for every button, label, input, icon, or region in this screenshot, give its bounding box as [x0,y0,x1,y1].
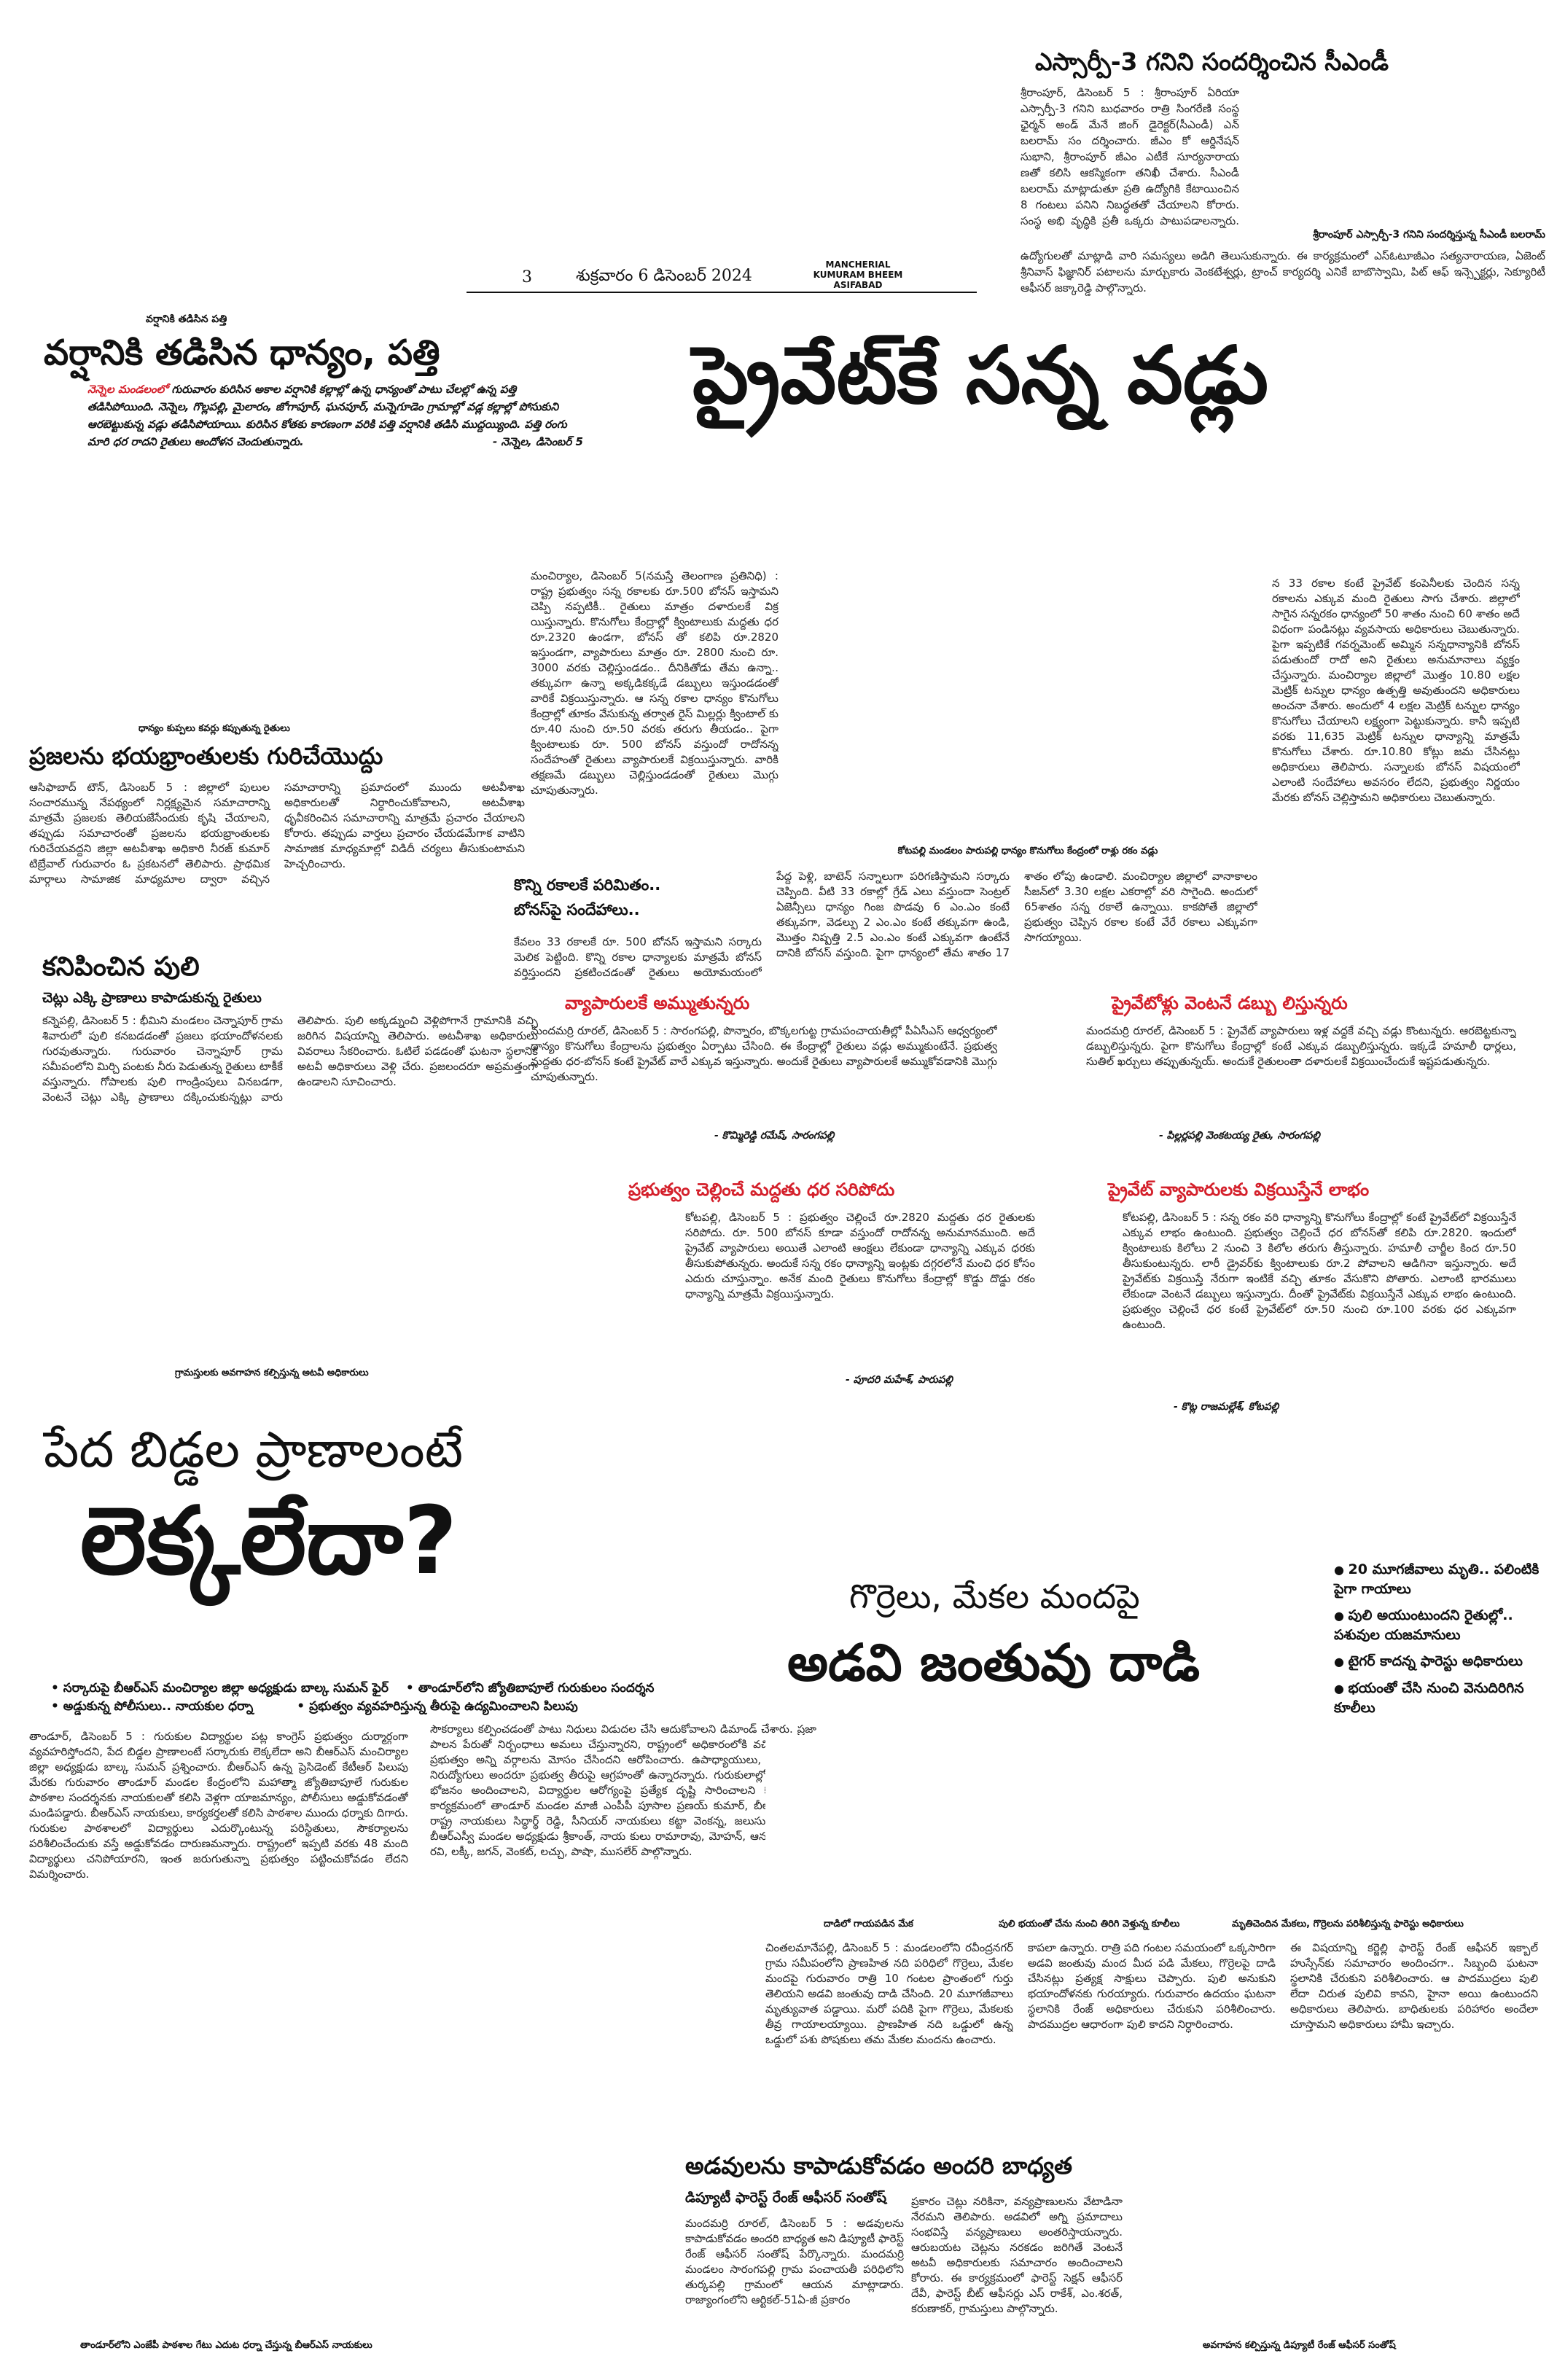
forest-col-2: ప్రకారం చెట్లు నరికినా, వన్యప్రాణులను వే… [911,2195,1123,2315]
children-col-2: సౌకర్యాలు కల్పించడంతో పాటు నిధులు విడుదల… [430,1722,816,1858]
grain-body-lead: నెన్నెల మండలంలో [87,383,168,396]
animals-caption-1: దాడిలో గాయపడిన మేక [824,1919,913,1930]
animals-bullet-4: భయంతో చేసి నుంచి వెనుదిరిగిన కూలీలు [1334,1679,1545,1717]
traders-headline: వ్యాపారులకే అమ్ముతున్నరు [565,993,750,1013]
lead-col-1: మంచిర్యాల, డిసెంబర్ 5(నమస్తే తెలంగాణ ప్ర… [531,569,778,797]
grain-credit: - నెన్నెల, డిసెంబర్ 5 [492,435,583,448]
children-headline-1: పేద బిడ్డల ప్రాణాలంటే [44,1421,464,1479]
govt-credit: - పూదరి మహేశ్, పారుపల్లి [846,1374,953,1386]
cmd-photo-caption: శ్రీరాంపూర్ ఎస్సార్పీ-3 గనిని సందర్శిస్త… [1313,229,1545,241]
grain-body: నెన్నెల మండలంలో గురువారం కురిసిన అకాల వర… [87,381,583,450]
children-col-1: తాండూర్, డిసెంబర్ 5 : గురుకుల విద్యార్థు… [29,1730,408,1881]
lead-headline: ప్రైవేట్‌కే సన్న వడ్లు [692,330,1269,421]
cmd-headline: ఎస్సార్పీ-3 గనిని సందర్శించిన సీఎండీ [1035,47,1389,76]
traders-body: మందమర్రి రూరల్, డిసెంబర్ 5 : సారంగపల్లి,… [531,1024,997,1083]
grain-kicker: వర్షానికి తడిసిన పత్తి [146,313,227,325]
forest-photo-left [29,1961,671,2325]
animals-col-3: ఈ విషయాన్ని కర్జెల్లి ఫారెస్ట్ రేంజ్ ఆఫీ… [1290,1941,1538,2031]
cmd-photo [1250,85,1542,230]
profit-credit: - కొట్ల రాజమల్లేశ్, కోటపల్లి [1174,1401,1279,1413]
animals-headline-1: గొర్రెలు, మేకల మందపై [849,1577,1140,1616]
page-date: శుక్రవారం 6 డిసెంబర్ 2024 [576,267,752,285]
cmd-body: శ్రీరాంపూర్, డిసెంబర్ 5 : శ్రీరాంపూర్ ఏర… [1021,86,1239,227]
animals-col-2: కాపలా ఉన్నారు. రాత్రి పది గంటల సమయంలో ఒక… [1028,1941,1276,2031]
animals-col-1: చింతలమానేపల్లి, డిసెంబర్ 5 : మండలంలోని ర… [765,1941,1013,2046]
cmd-body-continued: ఉద్యోగులతో మాట్లాడి వారి సమస్యలు అడిగి త… [1021,249,1545,294]
fear-kicker: ధాన్యం కుప్పలు కవర్లు కప్పుతున్న రైతులు [138,723,290,734]
animals-bullet-2: పులి అయుంటుందని రైతుల్లో.. పశువుల యజమాను… [1334,1606,1545,1644]
animals-headline-2: అడవి జంతువు దాడి [787,1633,1201,1693]
masthead-rule [467,292,977,293]
forest-col-1: మందమర్రి రూరల్, డిసెంబర్ 5 : అడవులను కాప… [685,2217,904,2306]
lead-col-3: పేద్ద పెళ్లి, బాటెన్ సన్నాలుగా పరిగణిస్త… [776,870,1257,959]
lead-inner-kicker: కొన్ని రకాలకే పరిమితం.. [514,876,661,894]
children-point-1: సర్కారుపై బీఆర్ఎస్ మంచిర్యాల జిల్లా అధ్య… [51,1679,389,1698]
traders-credit: - కొమ్మిరెడ్డి రమేష్, సారంగపల్లి [714,1130,835,1142]
forest-caption-right: అవగాహన కల్పిస్తున్న డిప్యూటీ రేంజ్ ఆఫీసర… [1203,2340,1396,2351]
tiger-body: కన్నెపల్లి, డిసెంబర్ 5 : భీమిని మండలం చె… [42,1014,538,1104]
animals-photos [765,1735,1545,1910]
children-point-4: ప్రభుత్వం వ్యవహరిస్తున్న తీరుపై ఉద్యమించ… [297,1698,578,1716]
tiger-subhead: చెట్లు ఎక్కి ప్రాణాలు కాపాడుకున్న రైతులు [42,990,262,1006]
edition-line-2: KUMURAM BHEEM [813,270,903,280]
govt-body: కోటపల్లి, డిసెంబర్ 5 : ప్రభుత్వం చెల్లిం… [685,1211,1035,1300]
lead-photo-caption: కోటపల్లి మండలం పారుపల్లి ధాన్యం కొనుగోలు… [897,846,1158,857]
edition-label: MANCHERIAL KUMURAM BHEEM ASIFABAD [811,260,905,290]
lead-photo-left [29,510,525,714]
govt-headline: ప్రభుత్వం చెల్లించే మద్దతు ధర సరిపోదు [628,1179,895,1200]
money-credit: - పిల్లర్లపల్లి వెంకటయ్య రైతు, సారంగపల్ల… [1159,1130,1320,1142]
lead-inner-kicker-2: బోనస్‌పై సందేహాలు.. [514,901,640,918]
fear-body: ఆసిఫాబాద్ టౌన్, డిసెంబర్ 5 : జిల్లాలో పు… [29,781,525,886]
animals-bullet-1: 20 మూగజీవాలు మృతి.. పలింటికి పైగా గాయాలు [1334,1560,1545,1599]
profit-body: కోటపల్లి, డిసెంబర్ 5 : సన్న రకం వరి ధాన్… [1123,1211,1516,1331]
fear-headline: ప్రజలను భయభ్రాంతులకు గురిచేయొద్దు [29,742,383,770]
animals-caption-3: మృతిచెందిన మేకలు, గొర్రెలను పరిశీలిస్తున… [1232,1919,1464,1930]
lead-col-2: న 33 రకాల కంటే ప్రైవేట్ కంపెనీలకు చెందిన… [1272,577,1520,804]
page-number: 3 [522,268,532,286]
edition-line-1: MANCHERIAL [825,260,891,270]
lead-photo [791,569,1257,838]
grain-body-text: గురువారం కురిసిన అకాల వర్షానికి కల్లాల్ల… [87,383,567,448]
forest-headline: అడవులను కాపాడుకోవడం అందరి బాధ్యత [685,2152,1073,2180]
children-kicker: గ్రామస్తులకు అవగాహన కల్పిస్తున్న అటవీ అధ… [175,1367,369,1378]
money-body: మందమర్రి రూరల్, డిసెంబర్ 5 : ప్రైవేట్ వ్… [1086,1024,1516,1068]
forest-photo-right [1123,2114,1538,2325]
lead-inner-body: కేవలం 33 రకాలకే రూ. 500 బోనస్ ఇస్తామని స… [514,935,762,983]
animals-bullets: 20 మూగజీవాలు మృతి.. పలింటికి పైగా గాయాలు… [1334,1560,1545,1725]
money-headline: ప్రైవేటోళ్లు వెంటనే డబ్బు లిస్తున్నరు [1112,993,1348,1013]
profit-headline: ప్రైవేట్ వ్యాపారులకు విక్రయిస్తేనే లాభం [1108,1179,1370,1200]
grain-headline: వర్షానికి తడిసిన ధాన్యం, పత్తి [44,332,440,373]
edition-line-3: ASIFABAD [833,280,883,290]
children-point-2: తాండూర్‌లోని జ్యోతిబాపూలే గురుకులం సందర్… [406,1679,655,1698]
children-headline-2: లెక్కలేదా? [80,1487,458,1596]
animals-bullet-3: టైగర్ కాదన్న ఫారెస్టు అధికారులు [1334,1652,1545,1671]
children-points: సర్కారుపై బీఆర్ఎస్ మంచిర్యాల జిల్లా అధ్య… [51,1679,816,1716]
children-point-3: అడ్డుకున్న పోలీసులు.. నాయకుల ధర్నా [51,1698,253,1716]
forest-subhead: డిప్యూటీ ఫారెస్ట్ రేంజ్ ఆఫీసర్ సంతోష్ [685,2190,887,2206]
animals-caption-2: పులి భయంతో చేను నుంచి తిరిగి వెళ్తున్న క… [999,1919,1180,1930]
forest-caption-left: తాండూర్‌లోని ఎంజేపీ పాఠశాల గేటు ఎదుట ధర్… [80,2340,372,2351]
tiger-headline: కనిపించిన పులి [42,952,200,982]
